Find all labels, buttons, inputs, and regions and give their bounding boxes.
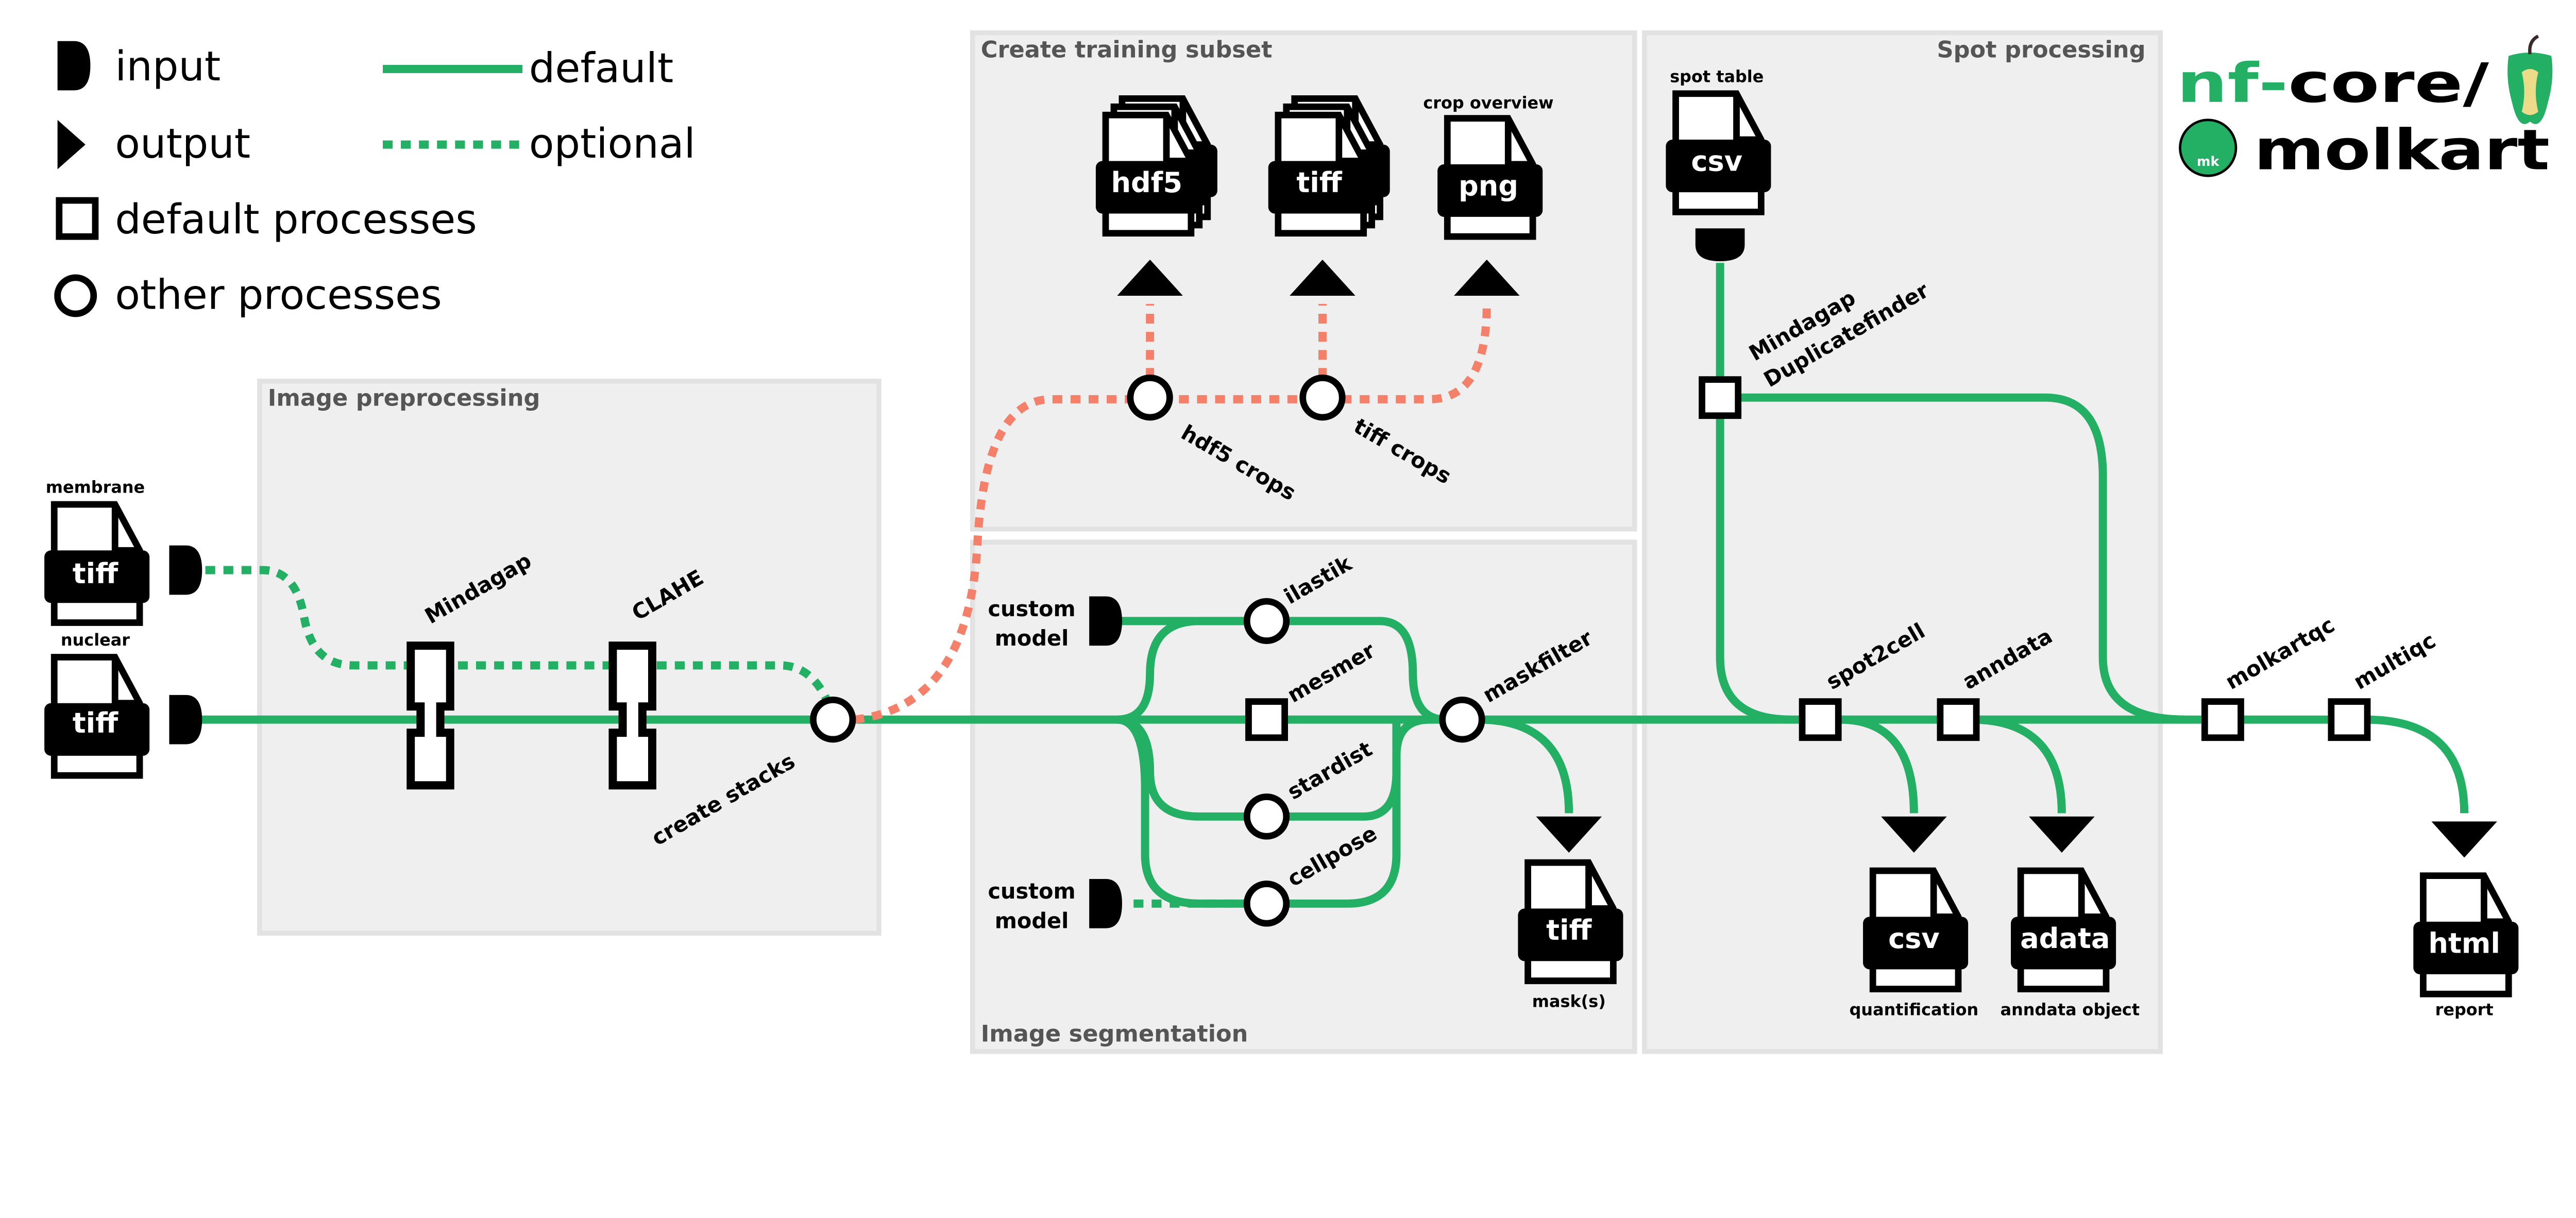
ilastik-process[interactable]	[1243, 598, 1290, 644]
group-spot-title: Spot processing	[1937, 37, 2145, 63]
output-arrow-icon	[2431, 821, 2497, 858]
mindagap-process[interactable]	[411, 646, 450, 785]
clahe-process[interactable]	[613, 646, 652, 785]
input-icon	[57, 41, 91, 91]
maskfilter-process[interactable]	[1439, 697, 1485, 743]
custom-model-label: model	[995, 909, 1069, 934]
nuclear-ext: tiff	[73, 707, 118, 739]
tiff-crops-process[interactable]	[1299, 375, 1346, 421]
svg-text:nf-core/: nf-core/	[2177, 52, 2489, 115]
mask-ext: tiff	[1546, 914, 1592, 946]
multiqc-process[interactable]	[2328, 698, 2371, 741]
spot-table-label: spot table	[1670, 66, 1764, 86]
html-label: report	[2435, 1000, 2494, 1020]
stardist-process[interactable]	[1243, 793, 1290, 840]
legend-input: input	[115, 42, 221, 90]
input-icon	[169, 695, 202, 745]
input-icon	[1089, 878, 1122, 928]
multiqc-label: multiqc	[2349, 628, 2440, 695]
hdf5-ext: hdf5	[1111, 166, 1182, 199]
svg-text:molkart: molkart	[2254, 117, 2550, 182]
legend-default-processes: default processes	[115, 195, 477, 243]
circle-icon	[54, 274, 97, 317]
svg-text:mk: mk	[2197, 154, 2220, 170]
adata-label: anndata object	[2001, 1000, 2140, 1020]
input-icon	[169, 545, 202, 595]
input-icon	[1695, 228, 1745, 262]
nf-core-molkart-logo: nf-core/ mk molkart	[2177, 35, 2553, 182]
nuclear-label: nuclear	[61, 630, 130, 650]
square-icon	[56, 197, 99, 240]
flow-lines	[197, 263, 2469, 908]
spot2cell-process[interactable]	[1799, 698, 1842, 741]
hdf5-crops-process[interactable]	[1127, 375, 1173, 421]
molkartqc-process[interactable]	[2201, 698, 2244, 741]
csv-ext: csv	[1888, 922, 1940, 955]
adata-ext: adata	[2020, 922, 2110, 955]
group-training-title: Create training subset	[981, 37, 1273, 63]
membrane-label: membrane	[46, 478, 145, 497]
cellpose-process[interactable]	[1243, 881, 1290, 927]
group-segmentation-title: Image segmentation	[981, 1021, 1248, 1047]
group-segmentation	[970, 539, 1637, 1054]
csv-label: quantification	[1850, 1000, 1979, 1020]
apple-core-icon	[2507, 35, 2553, 124]
group-preprocessing-title: Image preprocessing	[268, 385, 540, 412]
png-label: crop overview	[1423, 93, 1553, 112]
duplicatefinder-process[interactable]	[1699, 376, 1742, 419]
legend-output: output	[115, 120, 250, 167]
legend-default: default	[529, 44, 673, 92]
anndata-process[interactable]	[1937, 698, 1980, 741]
png-ext: png	[1459, 170, 1518, 202]
legend-optional: optional	[529, 120, 696, 167]
html-ext: html	[2428, 927, 2500, 959]
mask-label: mask(s)	[1532, 992, 1606, 1011]
custom-model-label: custom	[988, 879, 1075, 904]
molkartqc-label: molkartqc	[2221, 612, 2338, 694]
tiff-crops-ext: tiff	[1296, 166, 1342, 199]
legend-other-processes: other processes	[115, 270, 442, 318]
input-icon	[1089, 596, 1122, 646]
custom-model-label: model	[995, 626, 1069, 651]
molkart-badge-icon	[2179, 119, 2238, 177]
membrane-ext: tiff	[73, 557, 118, 590]
create-stacks-process[interactable]	[810, 697, 856, 743]
mesmer-process[interactable]	[1245, 698, 1288, 741]
spot-csv-ext: csv	[1691, 145, 1742, 178]
legend: input output default processes other pro…	[54, 41, 696, 318]
molkart-pipeline-diagram: input output default processes other pro…	[0, 30, 2553, 1054]
custom-model-label: custom	[988, 597, 1075, 621]
output-icon	[57, 120, 86, 170]
group-preprocessing	[257, 379, 882, 936]
